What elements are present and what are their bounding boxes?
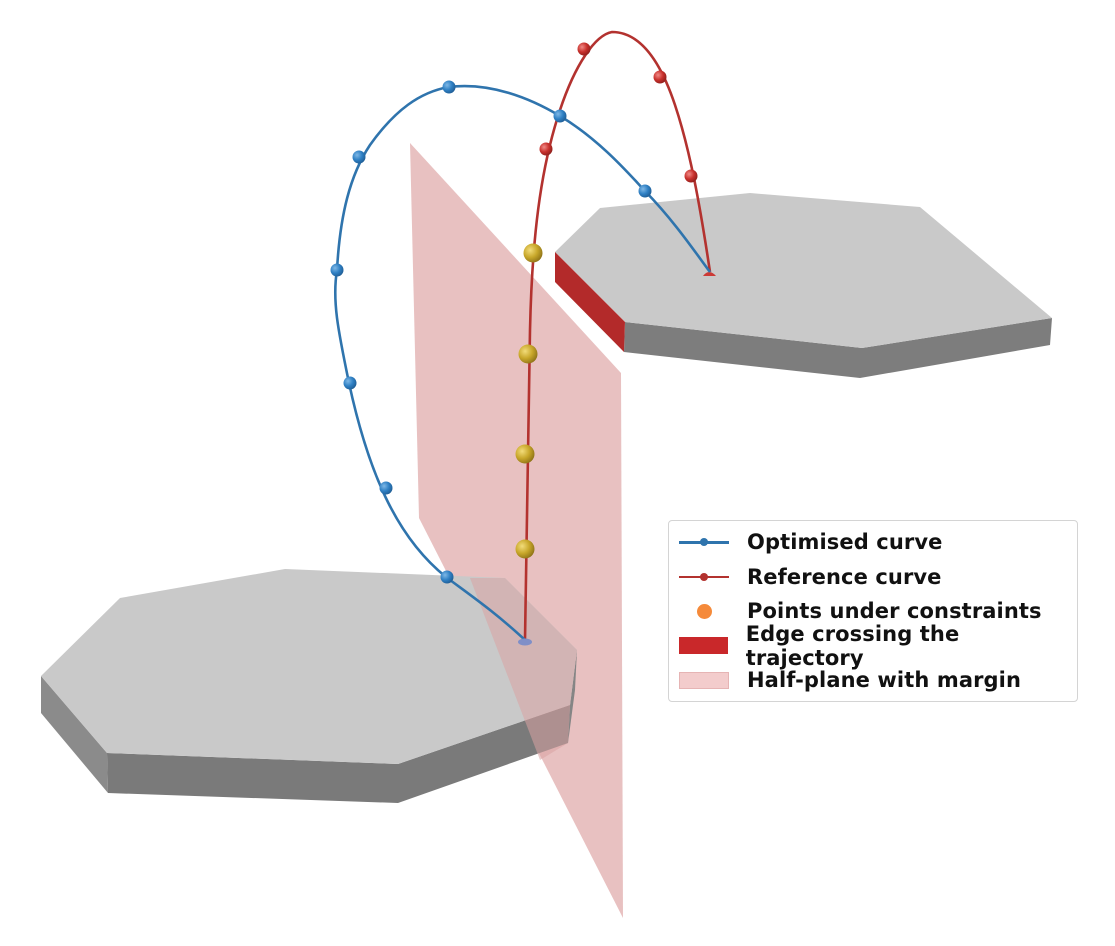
- optimised-curve-swatch: [675, 525, 733, 560]
- optimised-point: [553, 109, 567, 123]
- legend-item-optimised: Optimised curve: [669, 525, 1077, 560]
- upper-platform-side-front: [624, 318, 1052, 378]
- optimised-point: [352, 150, 366, 164]
- legend-item-constraints: Points under constraints: [669, 594, 1077, 629]
- edge-crossing-trajectory: [555, 252, 625, 352]
- legend-item-edge: Edge crossing the trajectory: [669, 622, 1077, 670]
- edge-swatch: [675, 629, 732, 664]
- legend-label-constraints: Points under constraints: [747, 599, 1042, 624]
- legend: Optimised curve Reference curve Points u…: [668, 520, 1078, 702]
- optimised-point: [379, 481, 393, 495]
- reference-markers: [539, 42, 698, 183]
- lower-platform-top: [41, 569, 577, 764]
- optimised-point: [440, 570, 454, 584]
- halfplane-swatch: [675, 663, 733, 698]
- halfplane-rect-icon: [679, 671, 729, 689]
- optimised-markers: [330, 80, 652, 584]
- reference-curve-swatch: [675, 560, 733, 595]
- half-plane-front-overlay: [470, 578, 577, 760]
- optimised-dot-icon: [700, 538, 708, 547]
- lower-platform-side-front: [107, 705, 570, 803]
- optimised-point: [343, 376, 357, 390]
- reference-point: [684, 169, 698, 183]
- constraint-point: [523, 243, 543, 263]
- optimised-point: [330, 263, 344, 277]
- reference-point: [539, 142, 553, 156]
- legend-label-optimised: Optimised curve: [747, 530, 943, 555]
- legend-item-halfplane: Half-plane with margin: [669, 663, 1077, 698]
- lower-platform: [41, 569, 577, 803]
- legend-label-reference: Reference curve: [747, 564, 942, 589]
- constraint-markers: [515, 243, 543, 559]
- upper-curve-endpoint: [703, 272, 716, 276]
- lower-curve-endpoint: [518, 638, 532, 646]
- lower-platform-side-right: [568, 650, 577, 743]
- legend-item-reference: Reference curve: [669, 560, 1077, 595]
- constraints-swatch: [675, 594, 733, 629]
- constraint-point: [518, 344, 538, 364]
- constraint-dot-icon: [696, 603, 712, 619]
- reference-point: [653, 70, 667, 84]
- optimised-point: [442, 80, 456, 94]
- legend-label-edge: Edge crossing the trajectory: [745, 621, 960, 670]
- constraint-point: [515, 444, 535, 464]
- optimised-point: [638, 184, 652, 198]
- upper-platform: [555, 193, 1052, 378]
- reference-curve: [523, 30, 712, 641]
- lower-platform-side-left: [41, 676, 108, 793]
- reference-dot-icon: [700, 572, 708, 581]
- edge-rect-icon: [679, 637, 728, 655]
- reference-point: [577, 42, 591, 56]
- legend-label-halfplane: Half-plane with margin: [747, 668, 1022, 693]
- constraint-point: [515, 539, 535, 559]
